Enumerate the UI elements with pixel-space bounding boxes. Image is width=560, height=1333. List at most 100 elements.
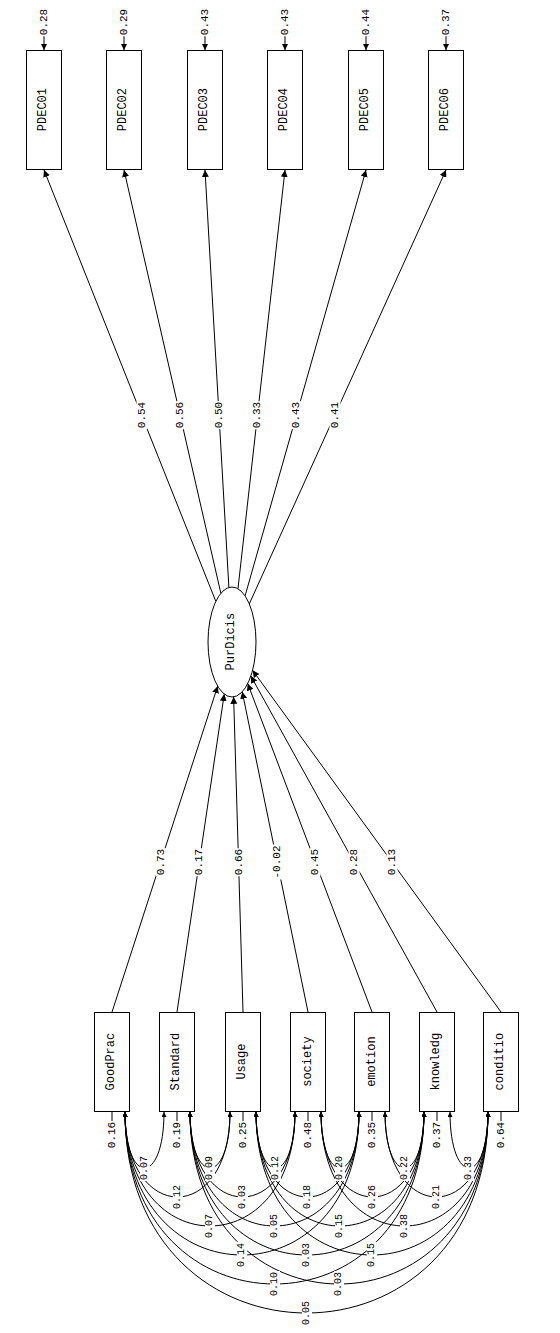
covariance-value: 0.15 xyxy=(335,1213,345,1239)
predictor-variance: 0.16 xyxy=(107,1121,118,1149)
path-coefficient: 0.41 xyxy=(329,401,340,429)
path-coefficient: 0.56 xyxy=(175,401,186,429)
path-coefficient: 0.13 xyxy=(386,848,397,876)
error-arrow xyxy=(44,36,45,50)
path-coefficient: 0.17 xyxy=(194,848,205,876)
indicator-box: PDEC04 xyxy=(267,50,303,170)
path-coefficient: 0.50 xyxy=(214,401,225,429)
path-arrow xyxy=(245,170,366,596)
error-variance: 0.29 xyxy=(119,8,130,36)
covariance-value: 0.21 xyxy=(432,1184,442,1210)
path-coefficient: 0.28 xyxy=(348,848,359,876)
covariance-value: 0.18 xyxy=(303,1184,313,1210)
path-arrow xyxy=(238,170,285,589)
path-arrow xyxy=(242,692,308,1012)
path-arrow xyxy=(205,170,229,587)
error-arrow xyxy=(285,36,286,50)
error-arrow xyxy=(366,36,367,50)
covariance-arc xyxy=(190,1112,424,1255)
path-coefficient: 0.43 xyxy=(291,401,302,429)
covariance-value: 0.05 xyxy=(270,1213,280,1239)
variance-stub xyxy=(501,1112,502,1121)
predictor-variance: 0.35 xyxy=(367,1121,378,1149)
predictor-variance: 0.19 xyxy=(172,1121,183,1149)
covariance-value: 0.03 xyxy=(302,1242,312,1268)
node-label: knowledg xyxy=(430,1033,443,1091)
covariance-value: 0.14 xyxy=(237,1242,247,1268)
path-coefficient: 0.66 xyxy=(233,848,244,876)
predictor-variance: 0.48 xyxy=(303,1121,314,1149)
path-coefficient: 0.33 xyxy=(252,401,263,429)
path-arrow xyxy=(177,694,224,1012)
covariance-arc xyxy=(190,1112,359,1226)
path-arrow xyxy=(112,686,218,1012)
error-variance: 0.28 xyxy=(39,8,50,36)
variance-stub xyxy=(177,1112,178,1121)
covariance-value: 0.15 xyxy=(367,1242,377,1268)
node-label: PDEC01 xyxy=(37,88,50,131)
covariance-value: 0.12 xyxy=(173,1184,183,1210)
covariance-value: 0.20 xyxy=(335,1155,345,1181)
variance-stub xyxy=(437,1112,438,1121)
ellipse-shape xyxy=(208,587,256,697)
covariance-value: 0.05 xyxy=(302,1300,312,1326)
path-coefficient: 0.45 xyxy=(310,848,321,876)
covariance-arc xyxy=(256,1112,424,1226)
indicator-box: PDEC05 xyxy=(348,50,384,170)
node-label: PDEC02 xyxy=(117,88,130,131)
node-label: emotion xyxy=(365,1037,378,1087)
predictor-variance: 0.64 xyxy=(496,1121,507,1149)
path-arrow xyxy=(249,170,446,604)
node-label: PDEC06 xyxy=(439,88,452,131)
error-variance: 0.43 xyxy=(280,8,291,36)
predictor-box: Standard xyxy=(159,1012,195,1112)
path-arrow xyxy=(248,684,372,1012)
path-coefficient: -0.02 xyxy=(272,844,283,879)
predictor-variance: 0.25 xyxy=(238,1121,249,1149)
covariance-value: 0.33 xyxy=(464,1155,474,1181)
variance-stub xyxy=(372,1112,373,1121)
path-arrow xyxy=(253,670,501,1012)
covariance-value: 0.12 xyxy=(271,1155,281,1181)
covariance-value: 0.03 xyxy=(334,1271,344,1297)
covariance-value: 0.09 xyxy=(205,1155,215,1181)
path-arrow xyxy=(251,676,437,1012)
variance-stub xyxy=(112,1112,113,1121)
path-arrow xyxy=(124,170,221,593)
path-arrow xyxy=(44,170,216,601)
latent-ellipse: PurDicis xyxy=(207,586,257,698)
path-coefficient: 0.73 xyxy=(155,848,166,876)
covariance-value: 0.07 xyxy=(205,1213,215,1239)
indicator-box: PDEC03 xyxy=(187,50,223,170)
indicator-box: PDEC06 xyxy=(428,50,464,170)
covariance-value: 0.22 xyxy=(400,1155,410,1181)
error-arrow xyxy=(446,36,447,50)
covariance-value: 0.07 xyxy=(140,1155,150,1181)
covariance-arc xyxy=(256,1112,488,1255)
indicator-box: PDEC01 xyxy=(26,50,62,170)
node-label: conditio xyxy=(494,1033,507,1091)
node-label: PDEC04 xyxy=(278,88,291,131)
node-label: GoodPrac xyxy=(105,1033,118,1091)
variance-stub xyxy=(243,1112,244,1121)
covariance-value: 0.26 xyxy=(368,1184,378,1210)
predictor-variance: 0.37 xyxy=(432,1121,443,1149)
predictor-box: society xyxy=(290,1012,326,1112)
predictor-box: conditio xyxy=(483,1012,519,1112)
covariance-arc xyxy=(125,1112,488,1313)
error-variance: 0.37 xyxy=(441,8,452,36)
predictor-box: emotion xyxy=(354,1012,390,1112)
node-label: PurDicis xyxy=(225,613,238,671)
covariance-arc xyxy=(125,1112,424,1284)
covariance-value: 0.03 xyxy=(238,1184,248,1210)
error-variance: 0.43 xyxy=(200,8,211,36)
variance-stub xyxy=(308,1112,309,1121)
indicator-box: PDEC02 xyxy=(106,50,142,170)
covariance-value: 0.38 xyxy=(400,1213,410,1239)
error-arrow xyxy=(124,36,125,50)
covariance-arc xyxy=(190,1112,488,1284)
covariance-value: 0.10 xyxy=(270,1271,280,1297)
covariance-arc xyxy=(125,1112,295,1226)
